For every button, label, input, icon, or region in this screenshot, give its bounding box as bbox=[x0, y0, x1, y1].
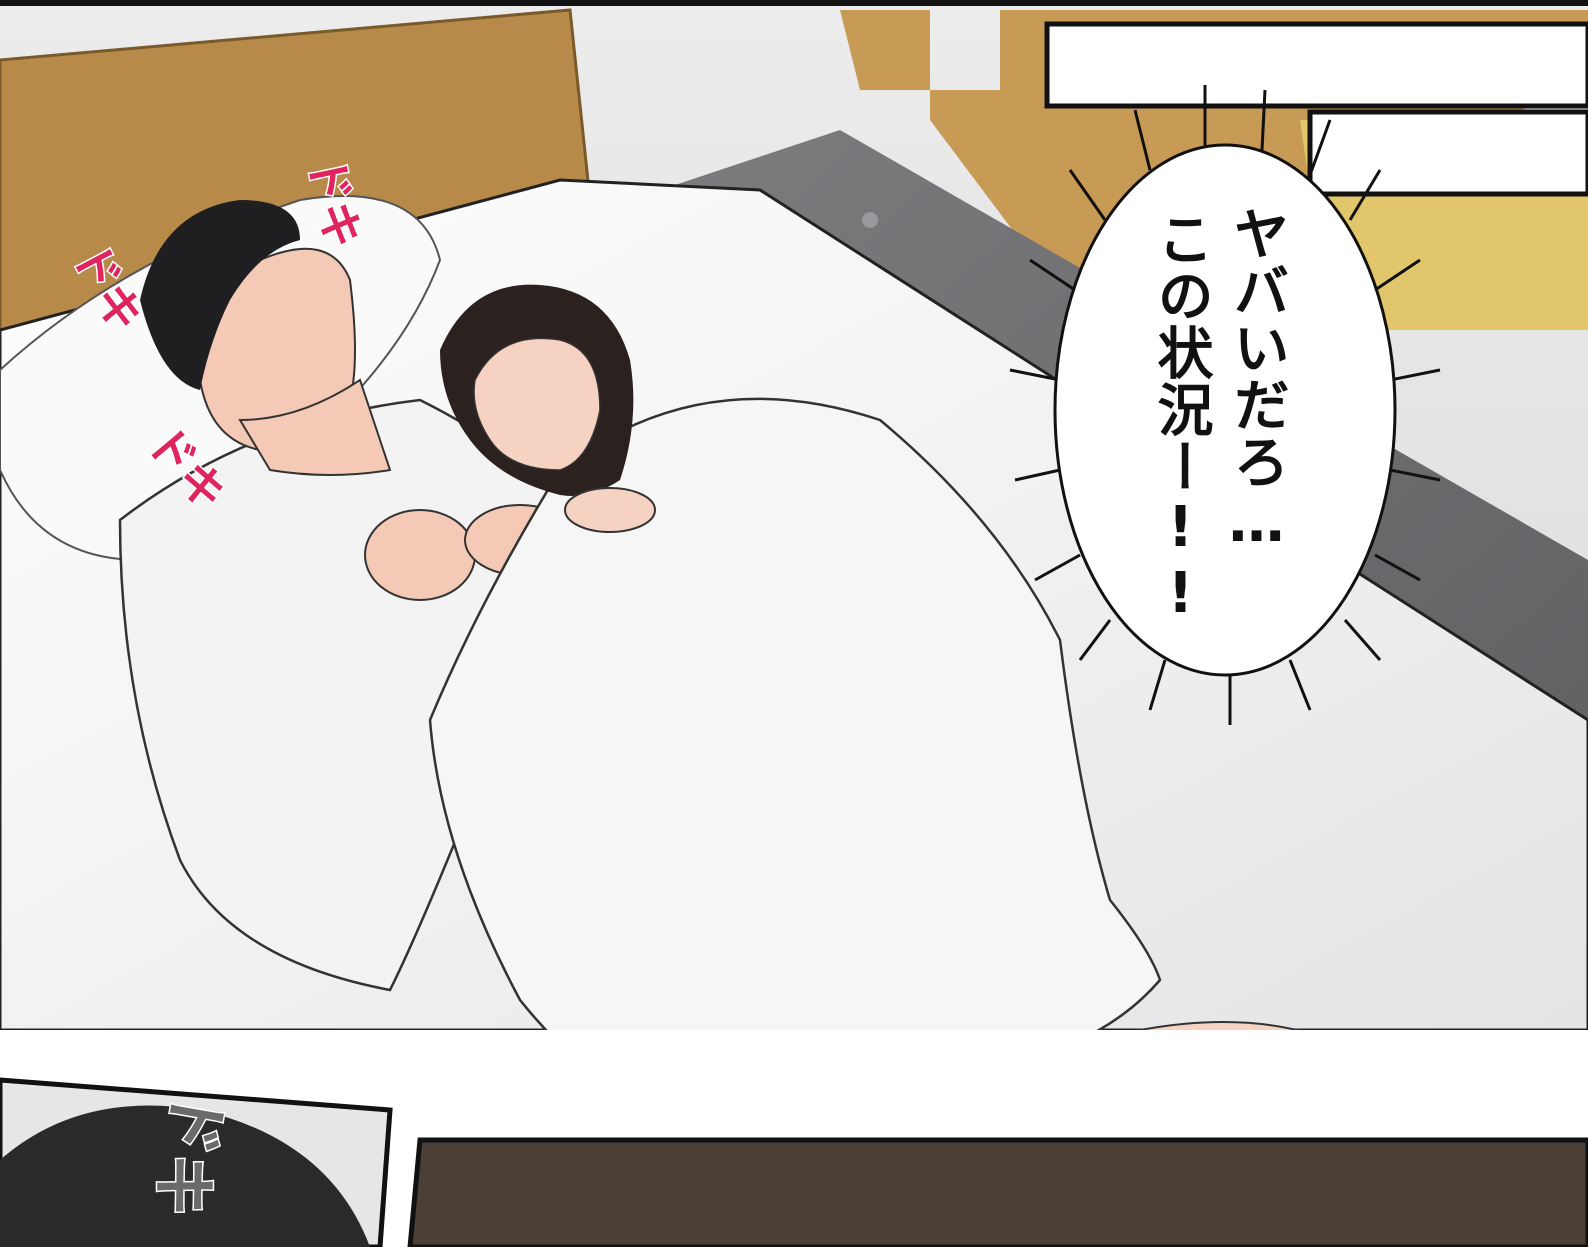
speech-bubble bbox=[1053, 143, 1397, 677]
bottom-panel-right bbox=[407, 1137, 1588, 1247]
woman-hand bbox=[564, 487, 656, 533]
man-hair bbox=[140, 200, 300, 390]
bottom-hair bbox=[0, 1105, 370, 1247]
man-neck bbox=[238, 378, 392, 476]
speech-line-1: ヤバいだろ… bbox=[1224, 205, 1289, 556]
woman-face bbox=[473, 337, 601, 471]
narration-box bbox=[1044, 21, 1588, 109]
speech-line-2: この状況ー!! bbox=[1148, 210, 1213, 627]
burst-lines bbox=[1009, 85, 1441, 725]
man-hand bbox=[364, 509, 476, 601]
narration-box-2 bbox=[1307, 109, 1588, 197]
